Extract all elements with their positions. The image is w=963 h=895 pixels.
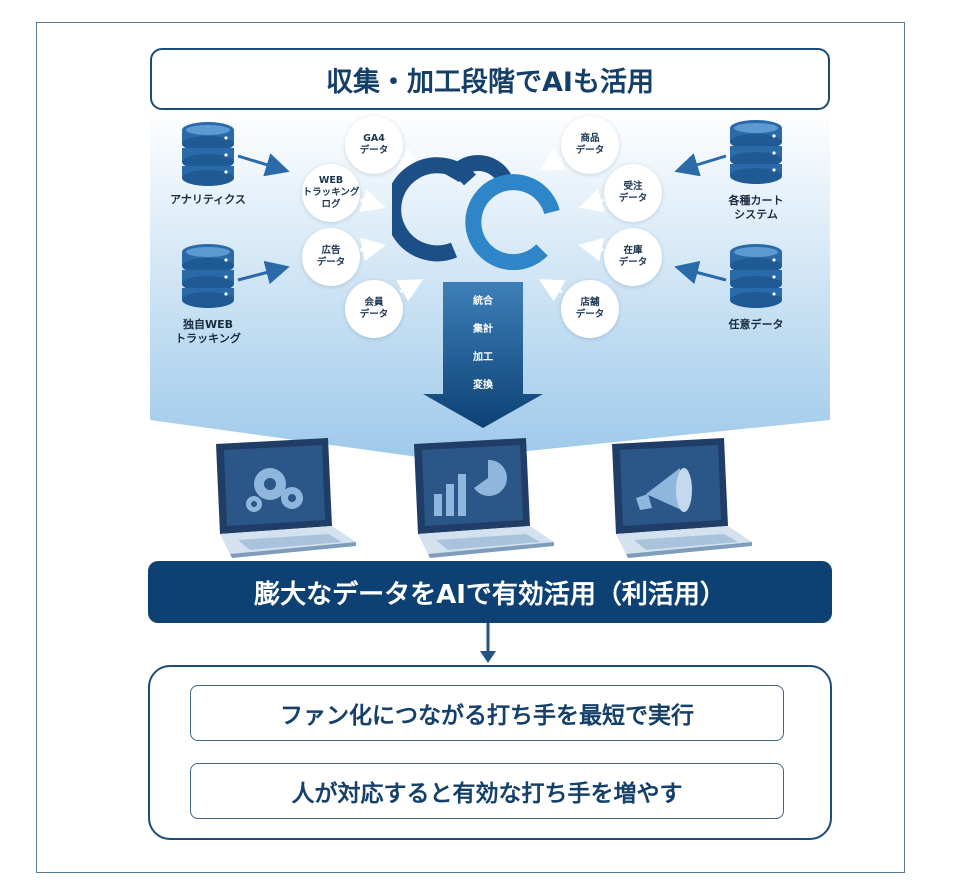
source-label-cart-systems: 各種カート システム — [728, 194, 784, 221]
result-item-human-actions: 人が対応すると有効な打ち手を増やす — [190, 763, 784, 819]
cloud-logo-icon — [392, 154, 560, 270]
data-bubble-ad: 広告 データ — [302, 228, 360, 286]
page-title: 収集・加工段階でAIも活用 — [150, 48, 830, 110]
process-step-integrate: 統合 — [473, 296, 493, 307]
data-bubble-product: 商品 データ — [561, 116, 619, 174]
down-arrow-icon — [480, 623, 496, 663]
database-icon — [182, 244, 234, 308]
data-bubble-inventory: 在庫 データ — [604, 228, 662, 286]
laptop-megaphone-icon — [612, 438, 752, 558]
database-icon — [730, 120, 782, 184]
laptop-bar-chart-icon — [414, 438, 554, 558]
source-label-own-web-tracking: 独自WEB トラッキング — [175, 318, 241, 345]
source-label-analytics: アナリティクス — [170, 193, 246, 206]
process-step-aggregate: 集計 — [473, 324, 493, 335]
laptop-gears-icon — [216, 438, 356, 558]
data-bubble-store: 店舗 データ — [561, 280, 619, 338]
data-bubble-member: 会員 データ — [345, 280, 403, 338]
database-icon — [182, 122, 234, 186]
ai-utilization-banner: 膨大なデータをAIで有効活用（利活用） — [148, 561, 832, 623]
data-bubble-web-tracking-log: WEB トラッキング ログ — [302, 164, 360, 222]
process-step-process: 加工 — [473, 352, 493, 363]
flow-arrows — [237, 148, 727, 428]
outer-frame — [36, 22, 905, 873]
process-step-convert: 変換 — [473, 380, 493, 391]
data-bubble-ga4: GA4 データ — [345, 116, 403, 174]
source-label-arbitrary-data: 任意データ — [728, 318, 784, 331]
data-bubble-orders: 受注 データ — [604, 164, 662, 222]
result-item-fan-actions: ファン化につながる打ち手を最短で実行 — [190, 685, 784, 741]
database-icon — [730, 244, 782, 308]
